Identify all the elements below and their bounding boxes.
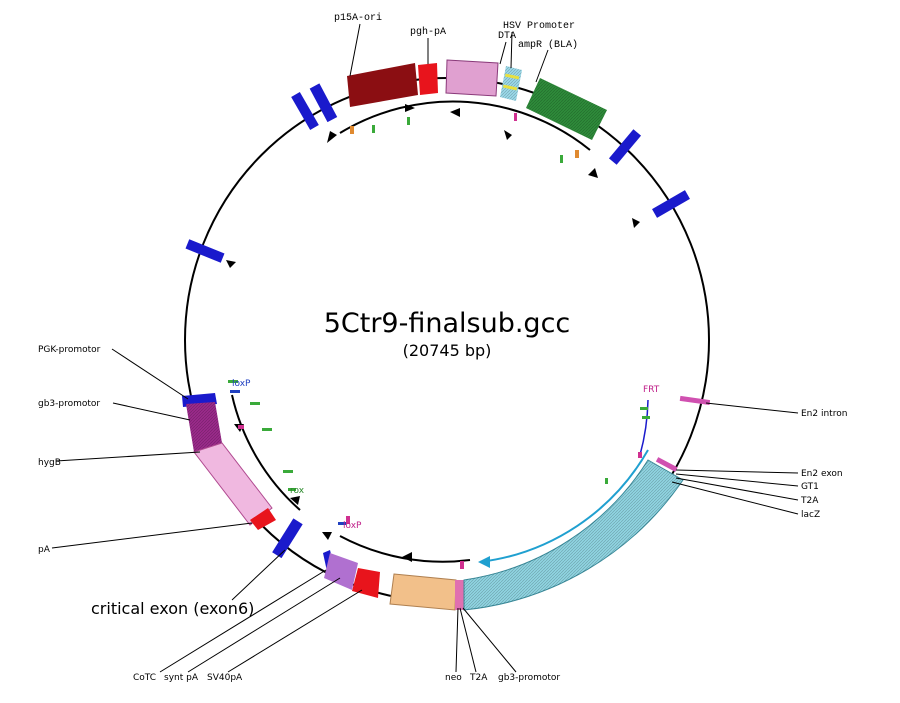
label-t2a-bottom: T2A xyxy=(469,673,488,683)
loxp-site-label-bottom: loxP xyxy=(343,521,362,531)
homology-bar xyxy=(291,92,319,130)
label-t2a-right: T2A xyxy=(800,496,819,506)
homology-bar xyxy=(272,518,303,559)
arrowhead xyxy=(226,260,236,268)
t2a-gb3-bottom-feature xyxy=(455,580,464,610)
loxp-site-label-left: loxP xyxy=(232,379,251,389)
label-hygb: hygB xyxy=(38,458,61,468)
site-markers xyxy=(228,113,650,569)
en2-intron-feature xyxy=(679,395,711,406)
arrowhead xyxy=(632,218,640,228)
inner-arrow-arc-bottom xyxy=(339,535,471,563)
ampr-feature xyxy=(526,78,607,140)
homology-bar xyxy=(608,129,642,165)
label-ampr: ampR (BLA) xyxy=(518,39,578,51)
arrowhead xyxy=(290,496,300,505)
plasmid-name: 5Ctr9-finalsub.gcc xyxy=(324,308,571,339)
label-dta: DTA xyxy=(498,31,516,42)
label-p15a-ori: p15A-ori xyxy=(334,12,382,24)
plasmid-size: (20745 bp) xyxy=(403,341,492,360)
label-lacz: lacZ xyxy=(801,510,820,520)
pa-left-feature xyxy=(250,508,276,530)
homology-bar xyxy=(309,83,338,123)
homology-bar xyxy=(185,239,225,263)
pgh-pa-feature xyxy=(418,63,438,95)
label-gb3-promotor-bottom: gb3-promotor xyxy=(498,673,560,683)
label-gt1: GT1 xyxy=(801,482,819,492)
label-en2-exon: En2 exon xyxy=(801,469,843,479)
frt-site-label: FRT xyxy=(643,385,660,395)
neo-feature xyxy=(389,573,457,611)
label-neo: neo xyxy=(445,673,462,683)
gb3-promotor-left-feature xyxy=(186,402,222,452)
arrowhead-cyan xyxy=(478,556,490,568)
lacz-feature xyxy=(463,459,684,611)
label-sv40pa: SV40pA xyxy=(207,673,243,683)
homology-bar xyxy=(652,190,690,218)
dta-feature xyxy=(445,59,499,97)
synt-pa-feature xyxy=(324,553,358,590)
arrowhead xyxy=(588,168,598,178)
label-cotc: CoTC xyxy=(133,673,156,683)
label-gb3-promotor-left: gb3-promotor xyxy=(38,399,100,409)
inner-arrow-arc-left xyxy=(231,394,301,511)
label-synt-pa: synt pA xyxy=(164,673,199,683)
arrowhead xyxy=(504,130,512,140)
label-pa-left: pA xyxy=(38,545,51,555)
label-critical-exon: critical exon (exon6) xyxy=(91,599,254,618)
hygb-feature xyxy=(193,442,273,526)
label-pgh-pa: pgh-pA xyxy=(410,26,446,38)
en2-exon-feature xyxy=(655,457,678,472)
label-en2-intron: En2 intron xyxy=(801,409,847,419)
p15a-ori-feature xyxy=(347,63,418,107)
arrowhead xyxy=(450,108,460,117)
hsv-promoter-feature xyxy=(500,66,522,101)
arrowhead xyxy=(405,104,415,112)
label-hsv-promoter: HSV Promoter xyxy=(503,21,575,32)
arrowhead xyxy=(402,552,412,562)
arrowhead xyxy=(322,532,332,540)
label-pgk-promotor: PGK-promotor xyxy=(38,345,101,355)
arrowhead xyxy=(327,131,337,143)
inner-arrow-arc-top xyxy=(339,100,591,151)
sv40pa-feature xyxy=(352,568,380,598)
rox-site-label: rox xyxy=(290,486,305,496)
cyan-arrow-arc xyxy=(479,449,649,563)
